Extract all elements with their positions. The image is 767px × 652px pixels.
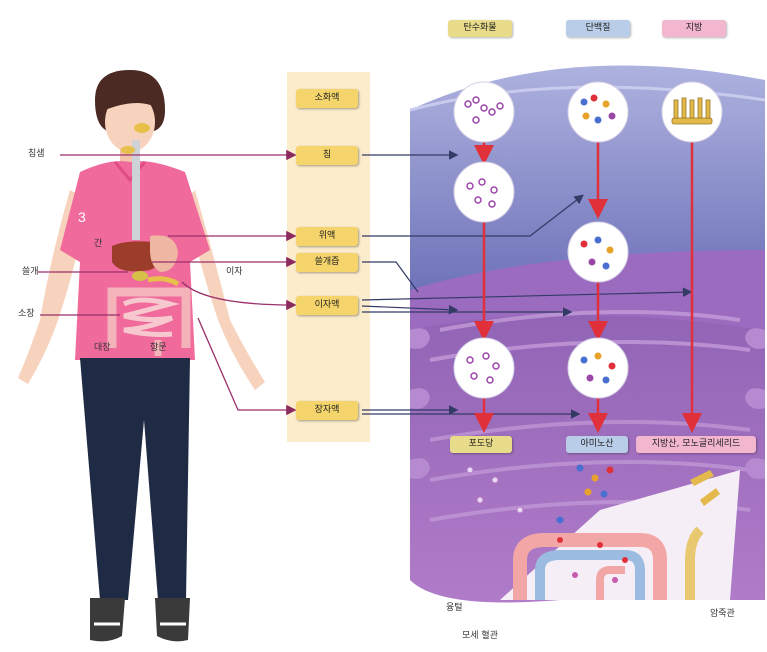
label-small-intestine: 소장 bbox=[18, 310, 35, 319]
label-rectum: 항문 bbox=[150, 344, 167, 353]
label-villus: 융털 bbox=[446, 604, 463, 613]
legend-carbohydrate: 탄수화물 bbox=[448, 20, 512, 37]
label-salivary-gland: 침샘 bbox=[28, 150, 45, 159]
legend-fat: 지방 bbox=[662, 20, 726, 37]
juice-header: 소화액 bbox=[296, 89, 358, 108]
product-amino-acid: 아미노산 bbox=[566, 436, 628, 453]
label-pancreas: 이자 bbox=[226, 268, 243, 277]
label-lacteal: 암죽관 bbox=[710, 610, 735, 619]
juice-bile: 쓸개즙 bbox=[296, 253, 358, 272]
svg-text:3: 3 bbox=[78, 209, 86, 225]
product-fat: 지방산, 모노글리세리드 bbox=[636, 436, 756, 453]
juice-gastric: 위액 bbox=[296, 227, 358, 246]
person-figure: 3 bbox=[18, 70, 265, 641]
juice-intestinal: 장자액 bbox=[296, 401, 358, 420]
juice-saliva: 침 bbox=[296, 146, 358, 165]
label-large-intestine: 대장 bbox=[94, 344, 111, 353]
label-liver: 간 bbox=[94, 240, 102, 249]
product-glucose: 포도당 bbox=[450, 436, 512, 453]
juice-pancreatic: 이자액 bbox=[296, 296, 358, 315]
label-gallbladder: 쓸개 bbox=[22, 268, 39, 277]
legend-protein: 단백질 bbox=[566, 20, 630, 37]
label-capillary: 모세 혈관 bbox=[462, 632, 498, 641]
